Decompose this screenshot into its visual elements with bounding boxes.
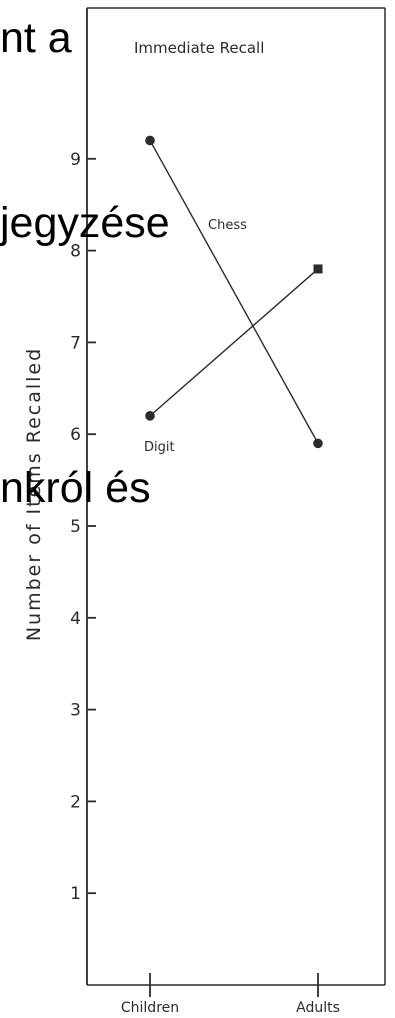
x-tick-label: Children bbox=[121, 1000, 179, 1016]
chart-title: Immediate Recall bbox=[134, 39, 264, 57]
plot-frame bbox=[87, 7, 386, 986]
y-tick-label: 4 bbox=[70, 609, 81, 629]
y-tick-label: 5 bbox=[70, 517, 81, 537]
series-label-digit: Digit bbox=[144, 440, 175, 455]
data-point-digit bbox=[145, 411, 155, 421]
y-tick-label: 2 bbox=[70, 792, 81, 812]
overlay-text-layer: nt a jegyzése nkról és bbox=[0, 14, 170, 512]
y-tick-label: 8 bbox=[70, 242, 81, 262]
y-tick-label: 7 bbox=[70, 333, 81, 353]
overlay-text-line: jegyzése bbox=[0, 199, 170, 247]
data-point-chess bbox=[313, 438, 323, 449]
y-ticks: 1 2 3 4 5 6 7 8 9 bbox=[70, 150, 96, 904]
overlay-text-line: nkról és bbox=[0, 464, 151, 512]
y-tick-label: 1 bbox=[70, 884, 81, 904]
data-point-chess bbox=[145, 135, 155, 146]
series-line-chess bbox=[149, 140, 319, 444]
y-tick-label: 9 bbox=[70, 150, 81, 170]
overlay-text-line: nt a bbox=[0, 14, 72, 62]
y-axis-label: Number of Items Recalled bbox=[23, 347, 45, 641]
x-ticks: Children Adults bbox=[121, 973, 340, 1016]
series-line-digit bbox=[149, 268, 319, 417]
series-label-chess: Chess bbox=[208, 218, 247, 233]
y-tick-label: 3 bbox=[70, 701, 81, 721]
data-point-digit bbox=[313, 264, 323, 274]
y-tick-label: 6 bbox=[70, 425, 81, 445]
x-tick-label: Adults bbox=[296, 1000, 340, 1016]
